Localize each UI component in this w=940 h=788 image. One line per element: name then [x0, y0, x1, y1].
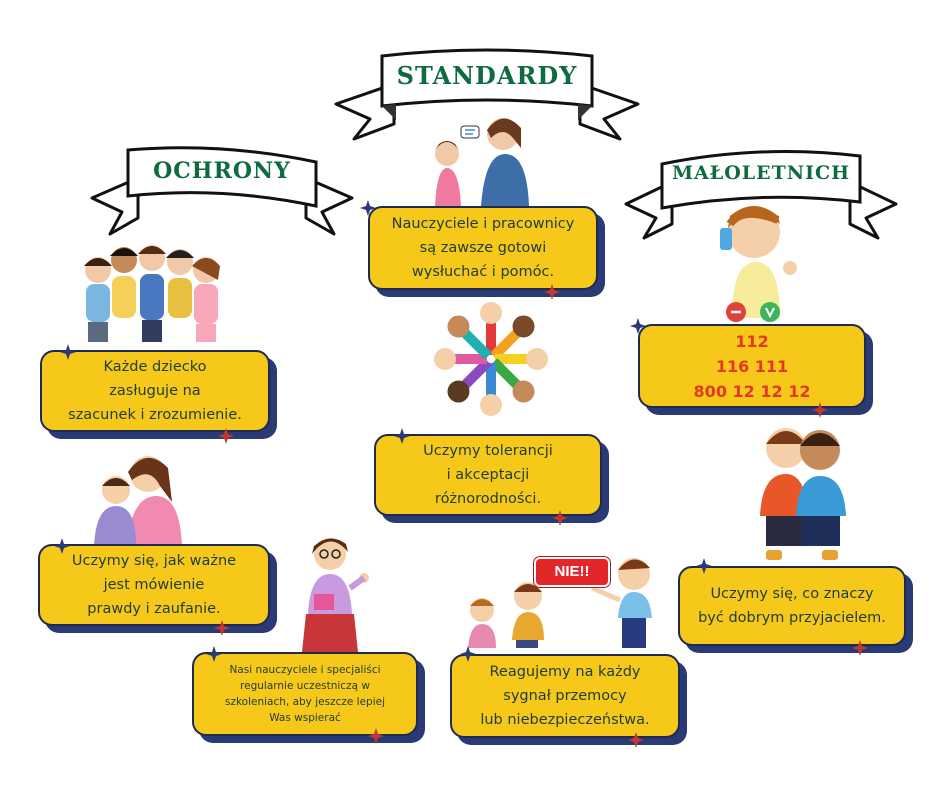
sparkle-icon [812, 402, 828, 418]
card-line: są zawsze gotowi [419, 240, 547, 256]
banner-ochrony: OCHRONY [88, 140, 356, 240]
boy-on-phone-illustration [720, 206, 797, 322]
sparkle-icon [628, 732, 644, 748]
banner-standardy: STANDARDY [334, 44, 640, 144]
sparkle-icon [852, 640, 868, 656]
sparkle-icon [552, 510, 568, 526]
card-line: Reagujemy na każdy [489, 664, 641, 680]
sparkle-icon [218, 428, 234, 444]
card-line: regularnie uczestniczą w [240, 680, 370, 692]
sparkle-icon [60, 344, 76, 360]
circle-of-diverse-children-illustration [434, 302, 548, 416]
bullying-children-illustration [468, 558, 652, 648]
banner-title-maloletnich: MAŁOLETNICH [671, 162, 851, 184]
card-line: Każde dziecko [103, 359, 207, 375]
card-emergency-phones: 112 116 111 800 12 12 12 [638, 324, 866, 408]
ribbon-icon [334, 48, 640, 141]
card-react: Reagujemy na każdy sygnał przemocy lub n… [450, 654, 680, 738]
group-of-hugging-children-illustration [84, 245, 220, 342]
card-line: prawdy i zaufanie. [87, 601, 221, 617]
card-line: Uczymy tolerancji [423, 443, 553, 459]
card-respect: Każde dziecko zasługuje na szacunek i zr… [40, 350, 270, 432]
sparkle-icon [360, 200, 376, 216]
phone-number: 116 111 [715, 356, 789, 376]
sparkle-icon [544, 284, 560, 300]
card-line: być dobrym przyjacielem. [698, 610, 886, 626]
card-line: Was wspierać [269, 712, 341, 724]
sparkle-icon [696, 558, 712, 574]
card-line: zasługuje na [109, 383, 201, 399]
sparkle-icon [368, 728, 384, 744]
card-line: Uczymy się, jak ważne [71, 553, 237, 569]
card-line: Nasi nauczyciele i specjaliści [229, 664, 381, 676]
sparkle-icon [630, 318, 646, 334]
card-training: Nasi nauczyciele i specjaliści regularni… [192, 652, 418, 736]
sparkle-icon [206, 646, 222, 662]
teacher-listening-to-girl-illustration [435, 118, 529, 206]
card-teachers-ready: Nauczyciele i pracownicy są zawsze gotow… [368, 206, 598, 290]
banner-title-ochrony: OCHRONY [153, 158, 291, 184]
card-line: Uczymy się, co znaczy [710, 586, 874, 602]
phone-number: 800 12 12 12 [693, 381, 811, 401]
hugging-friends-illustration [760, 428, 846, 560]
teacher-with-notebook-illustration [302, 538, 369, 652]
card-tolerance: Uczymy tolerancji i akceptacji różnorodn… [374, 434, 602, 516]
sparkle-icon [214, 620, 230, 636]
card-line: szacunek i zrozumienie. [68, 407, 242, 423]
card-line: wysłuchać i pomóc. [411, 264, 555, 280]
card-line: lub niebezpieczeństwa. [480, 712, 650, 728]
card-line: jest mówienie [103, 577, 205, 593]
card-line: i akceptacji [446, 467, 530, 483]
card-line: szkoleniach, aby jeszcze lepiej [224, 696, 386, 708]
nie-speech-bubble: NIE!! [534, 557, 610, 587]
card-line: sygnał przemocy [503, 688, 627, 704]
card-line: różnorodności. [434, 491, 542, 507]
card-friend: Uczymy się, co znaczy być dobrym przyjac… [678, 566, 906, 646]
ribbon-icon [624, 150, 898, 240]
sparkle-icon [54, 538, 70, 554]
mother-hugging-child-illustration [94, 456, 182, 546]
sparkle-icon [460, 646, 476, 662]
phone-number: 112 [735, 331, 769, 351]
ribbon-icon [90, 146, 354, 236]
sparkle-icon [394, 428, 410, 444]
banner-title-standardy: STANDARDY [396, 61, 578, 90]
banner-maloletnich: MAŁOLETNICH [622, 142, 900, 242]
card-line: Nauczyciele i pracownicy [391, 216, 575, 232]
card-truth: Uczymy się, jak ważne jest mówienie praw… [38, 544, 270, 626]
